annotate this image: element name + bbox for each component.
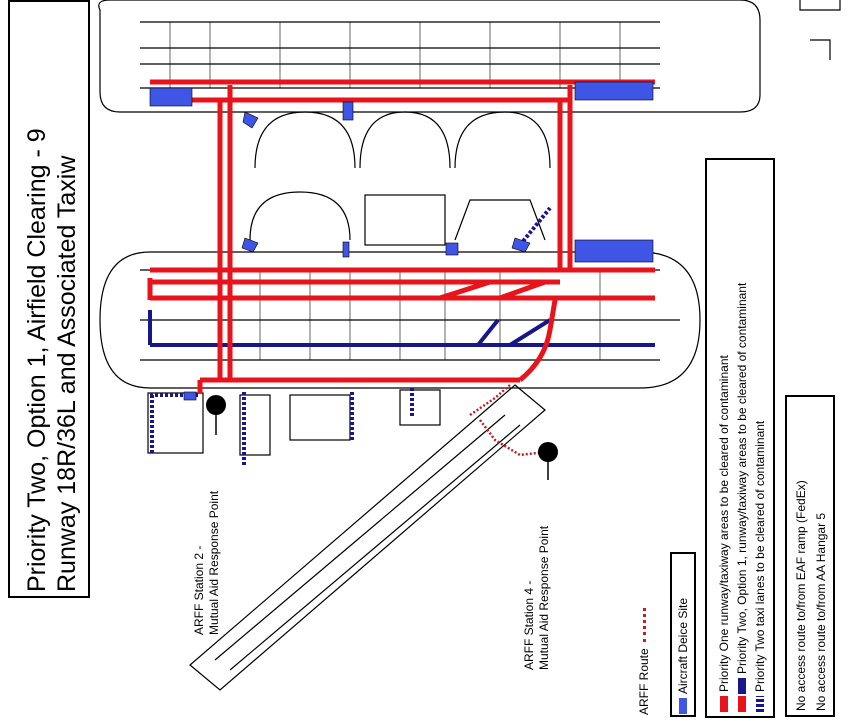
arff-route-swatch	[643, 608, 647, 643]
terminal-arc-4	[249, 191, 351, 241]
priority-one-swatch	[720, 696, 728, 712]
arff-route-line	[469, 384, 546, 457]
priority-one-taxiway	[439, 279, 491, 301]
legend-arff-route: ARFF Route	[635, 608, 653, 715]
south-runway-outline	[99, 251, 701, 389]
priority-two-blue-swatch	[738, 678, 746, 694]
deice-site	[342, 101, 354, 121]
priority-two-lane	[518, 206, 552, 247]
deice-site	[242, 111, 259, 129]
deice-site	[149, 87, 193, 107]
priority-one-taxiway	[518, 299, 558, 382]
terminal-arc-2	[359, 111, 451, 169]
map-title-line-2: Runway 18R/36L and Associated Taxiw	[53, 155, 81, 592]
deice-site	[574, 239, 654, 263]
diagonal-runway	[189, 384, 546, 691]
priority-two-legend-label: Priority Two, Option 1, runway/taxiway a…	[735, 282, 749, 674]
arff-station-4-marker	[538, 442, 558, 462]
terminal-arc-1	[254, 111, 356, 169]
no-access-eaf-label: No access route to/from EAF ramp (FedEx)	[794, 480, 808, 711]
no-access-box: No access route to/from EAF ramp (FedEx)…	[785, 395, 835, 717]
arff-station-2-label: ARFF Station 2 - Mutual Aid Response Poi…	[192, 490, 221, 635]
deice-site	[241, 237, 259, 253]
deice-legend-label: Aircraft Deice Site	[676, 597, 690, 694]
legend-deice-box: Aircraft Deice Site	[670, 552, 696, 717]
priority-two-lane-swatch	[756, 696, 764, 712]
legend-priority-box: Priority One runway/taxiway areas to be …	[705, 158, 775, 718]
deice-swatch	[679, 698, 687, 714]
priority-one-taxiway	[499, 279, 546, 301]
priority-two-taxiway	[476, 318, 500, 347]
north-runway-outline	[98, 0, 761, 113]
priority-one-legend-label: Priority One runway/taxiway areas to be …	[717, 355, 731, 692]
priority-two-red-swatch	[738, 696, 746, 712]
deice-site	[574, 81, 654, 101]
title-box: Priority Two, Option 1, Airfield Clearin…	[8, 0, 90, 598]
arff-station-4-label: ARFF Station 4 - Mutual Aid Response Poi…	[522, 525, 551, 670]
no-access-aa-label: No access route to/from AA Hangar 5	[814, 512, 828, 711]
deice-site	[511, 237, 531, 253]
deice-site	[445, 242, 459, 256]
terminal-arc-3	[454, 111, 551, 169]
deice-site	[183, 391, 197, 401]
map-title-line-1: Priority Two, Option 1, Airfield Clearin…	[23, 128, 51, 592]
arff-station-2-marker	[206, 395, 226, 415]
deice-site	[342, 241, 350, 258]
priority-two-taxiway	[508, 318, 552, 347]
priority-two-lanes-legend-label: Priority Two taxi lanes to be cleared of…	[753, 420, 767, 692]
